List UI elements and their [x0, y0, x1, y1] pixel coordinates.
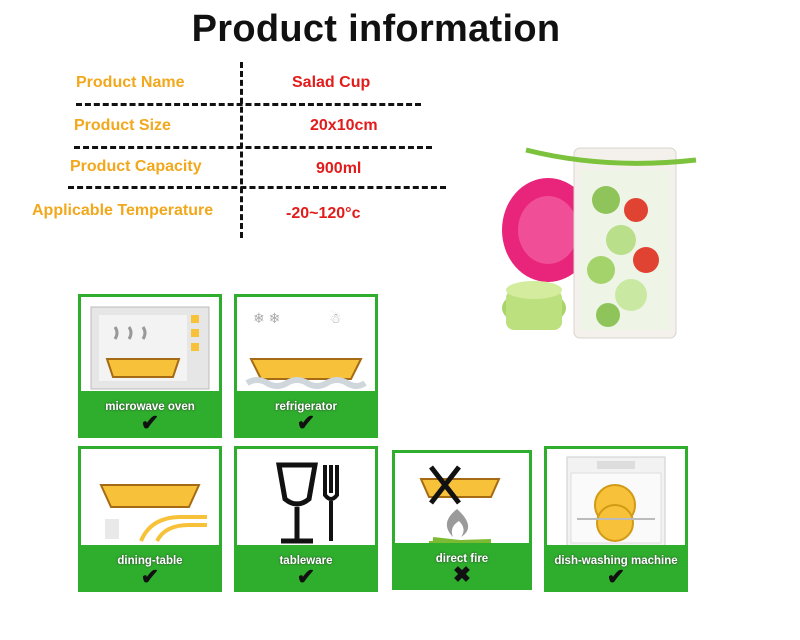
usage-card-dishwasher: dish-washing machine ✔ [544, 446, 688, 592]
check-icon: ✔ [140, 564, 160, 589]
spec-divider [68, 186, 446, 189]
check-icon: ✔ [296, 410, 316, 435]
usage-label: dish-washing machine [554, 555, 678, 567]
spec-label-size: Product Size [74, 117, 171, 134]
check-icon: ✔ [140, 410, 160, 435]
usage-card-dining-table: dining-table ✔ [78, 446, 222, 592]
spec-label-capacity: Product Capacity [70, 158, 202, 175]
usage-label: tableware [279, 555, 333, 567]
spec-divider [76, 103, 421, 106]
usage-label: refrigerator [275, 401, 337, 413]
dining-table-icon [99, 484, 207, 542]
usage-label: dining-table [117, 555, 183, 567]
usage-label: microwave oven [105, 401, 195, 413]
usage-card-microwave: microwave oven ✔ [78, 294, 222, 438]
usage-card-direct-fire: direct fire ✖ [392, 450, 532, 590]
cross-icon: ✖ [452, 562, 472, 587]
spec-value-size: 20x10cm [310, 117, 378, 134]
spec-value-capacity: 900ml [316, 160, 362, 177]
spec-label-name: Product Name [76, 74, 185, 91]
spec-column-divider [240, 62, 243, 238]
check-icon: ✔ [296, 564, 316, 589]
spec-divider [74, 146, 432, 149]
tableware-icon [276, 462, 339, 544]
microwave-icon [90, 306, 210, 390]
salad-cup-photo [502, 147, 697, 339]
page-title: Product information [191, 8, 561, 50]
spec-value-temperature: -20~120°c [286, 205, 361, 222]
svg-text:☃: ☃ [329, 310, 342, 326]
usage-card-tableware: tableware ✔ [234, 446, 378, 592]
dishwasher-icon [566, 456, 666, 549]
svg-text:❄ ❄: ❄ ❄ [253, 310, 280, 326]
usage-label: direct fire [435, 553, 489, 565]
spec-label-temperature: Applicable Temperature [32, 202, 214, 219]
spec-value-name: Salad Cup [292, 74, 371, 91]
refrigerator-icon: ❄ ❄ ☃ [245, 310, 367, 389]
direct-fire-icon [419, 465, 501, 547]
check-icon: ✔ [606, 564, 626, 589]
usage-card-refrigerator: ❄ ❄ ☃ refrigerator ✔ [234, 294, 378, 438]
